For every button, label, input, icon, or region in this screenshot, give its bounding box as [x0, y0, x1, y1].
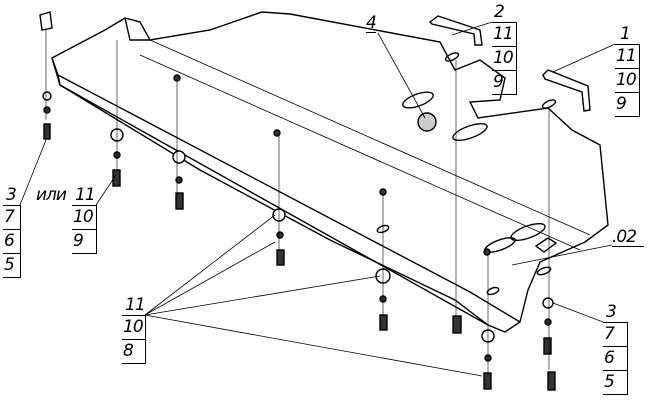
plate-flange — [51, 17, 521, 326]
callout-1-table: 11 10 9 — [615, 44, 640, 117]
fasteners — [42, 74, 556, 391]
callout-3-right-head: 3 — [606, 302, 617, 322]
callout-cell: 10 — [122, 316, 145, 340]
callout-11-left-head: 11 — [75, 185, 96, 205]
callout-4: 4 — [366, 13, 377, 33]
callout-cell: 8 — [122, 340, 145, 364]
slot — [541, 99, 557, 109]
callout-cell: 10 — [615, 69, 639, 93]
callout-cell: 7 — [603, 323, 627, 347]
slot — [402, 91, 434, 109]
or-label: или — [36, 185, 67, 205]
slot — [444, 52, 460, 62]
callout-02: .02 — [612, 228, 644, 247]
callout-cell: 7 — [3, 206, 20, 230]
slot — [486, 286, 500, 296]
callout-11-left-table: 10 9 — [72, 205, 97, 254]
callout-cell: 9 — [492, 71, 516, 95]
callout-2-table: 11 10 9 — [492, 22, 517, 95]
bracket-1 — [542, 69, 591, 112]
callout-cell: 10 — [72, 206, 96, 230]
slot — [452, 122, 488, 142]
slot — [536, 266, 552, 276]
callout-3-right-table: 7 6 5 — [603, 322, 628, 395]
plate-fold — [139, 39, 591, 251]
bracket-small — [39, 11, 53, 31]
callout-cell: 11 — [615, 45, 639, 69]
callout-cell: 5 — [3, 254, 20, 278]
callout-2-head: 2 — [494, 2, 505, 22]
callout-3-left-table: 7 6 5 — [3, 205, 21, 278]
bracket-small — [534, 237, 558, 253]
callout-cell: 9 — [72, 230, 96, 254]
callout-cell: 5 — [603, 371, 627, 395]
callout-cell: 10 — [492, 47, 516, 71]
callout-cell: 6 — [603, 347, 627, 371]
callout-cell: 9 — [615, 93, 639, 117]
callout-11-bottom-head: 11 — [125, 295, 146, 315]
skid-plate-outline — [51, 11, 609, 333]
bracket-2 — [428, 15, 483, 46]
slot — [376, 224, 390, 234]
grommet — [417, 112, 437, 132]
callout-11-bottom-table: 10 8 — [122, 315, 146, 364]
axis-lines — [45, 30, 550, 375]
leader-lines — [19, 21, 616, 377]
callout-cell: 11 — [492, 23, 516, 47]
callout-3-left-head: 3 — [6, 185, 17, 205]
callout-1-head: 1 — [620, 24, 631, 44]
callout-cell: 6 — [3, 230, 20, 254]
